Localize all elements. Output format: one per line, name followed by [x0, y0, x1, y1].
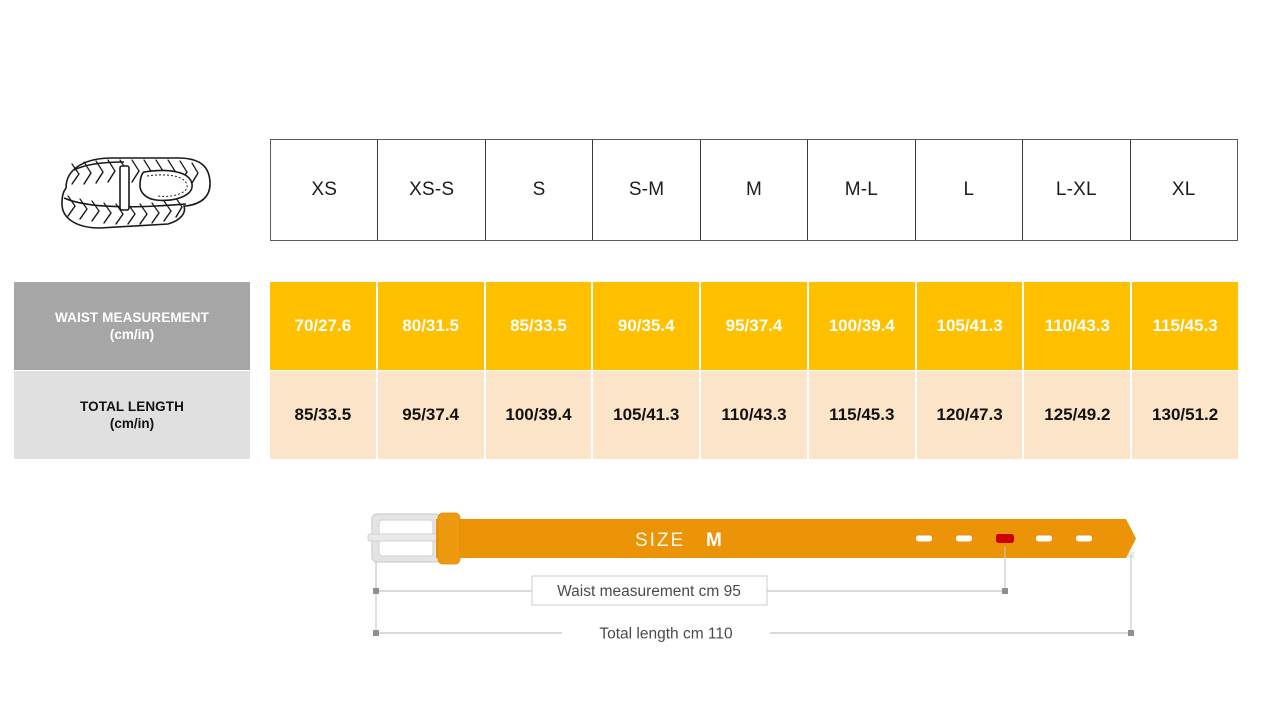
- size-header-cell-m: M: [701, 140, 809, 240]
- waist-label-line1: WAIST MEASUREMENT: [55, 309, 209, 325]
- total-value-l: 120/47.3: [917, 371, 1025, 459]
- data-row-total-length: 85/33.5 95/37.4 100/39.4 105/41.3 110/43…: [270, 371, 1238, 459]
- size-header-cell-l-xl: L-XL: [1023, 140, 1131, 240]
- waist-value-xs-s: 80/31.5: [378, 282, 486, 370]
- size-header-cell-xl: XL: [1171, 179, 1196, 200]
- data-row-waist-measurement: 70/27.6 80/31.5 85/33.5 90/35.4 95/37.4 …: [270, 282, 1238, 370]
- waist-value-m: 95/37.4: [701, 282, 809, 370]
- size-header-cell-xs-s: XS-S: [378, 140, 486, 240]
- total-value-xl: 130/51.2: [1152, 405, 1219, 424]
- total-value-xs: 85/33.5: [270, 371, 378, 459]
- waist-value-l: 105/41.3: [917, 282, 1025, 370]
- waist-dimension-label: Waist measurement cm 95: [557, 583, 741, 600]
- size-header-cell-s: S: [486, 140, 594, 240]
- total-dimension-label: Total length cm 110: [599, 626, 733, 643]
- braided-belt-illustration-icon: [52, 142, 217, 242]
- waist-value-xl: 115/45.3: [1152, 316, 1218, 335]
- total-value-m-l: 115/45.3: [809, 371, 917, 459]
- waist-value-m-l: 100/39.4: [809, 282, 917, 370]
- total-value-m: 110/43.3: [701, 371, 809, 459]
- belt-holes: [916, 534, 1092, 543]
- belt-buckle-icon: [367, 513, 453, 563]
- waist-value-s-m: 90/35.4: [593, 282, 702, 370]
- waist-dimension-line: Waist measurement cm 95: [373, 575, 1008, 606]
- belt-measurement-diagram: SIZE M Waist measurement cm 95: [330, 495, 1190, 660]
- belt-size-value-text: M: [706, 530, 722, 551]
- size-header-table: XS XS-S S S-M M M-L L L-XL XL: [270, 139, 1238, 241]
- total-value-s: 100/39.4: [486, 371, 594, 459]
- total-value-s-m: 105/41.3: [593, 371, 702, 459]
- total-dimension-line: Total length cm 110: [373, 621, 1134, 645]
- waist-label-line2: (cm/in): [109, 327, 155, 342]
- waist-value-s: 85/33.5: [486, 282, 594, 370]
- waist-value-l-xl: 110/43.3: [1024, 282, 1133, 370]
- row-label-waist-measurement: WAIST MEASUREMENT (cm/in): [14, 282, 250, 370]
- total-value-xs-s: 95/37.4: [378, 371, 486, 459]
- total-value-l-xl: 125/49.2: [1024, 371, 1133, 459]
- total-label-line1: TOTAL LENGTH: [80, 398, 184, 414]
- size-header-cell-s-m: S-M: [593, 140, 701, 240]
- size-header-cell-xs: XS: [271, 140, 379, 240]
- waist-value-xs: 70/27.6: [270, 282, 378, 370]
- total-label-line2: (cm/in): [109, 416, 155, 431]
- size-header-cell-m-l: M-L: [808, 140, 916, 240]
- size-header-cell-l: L: [916, 140, 1024, 240]
- row-label-total-length: TOTAL LENGTH (cm/in): [14, 371, 250, 459]
- belt-size-prefix-text: SIZE: [635, 530, 685, 551]
